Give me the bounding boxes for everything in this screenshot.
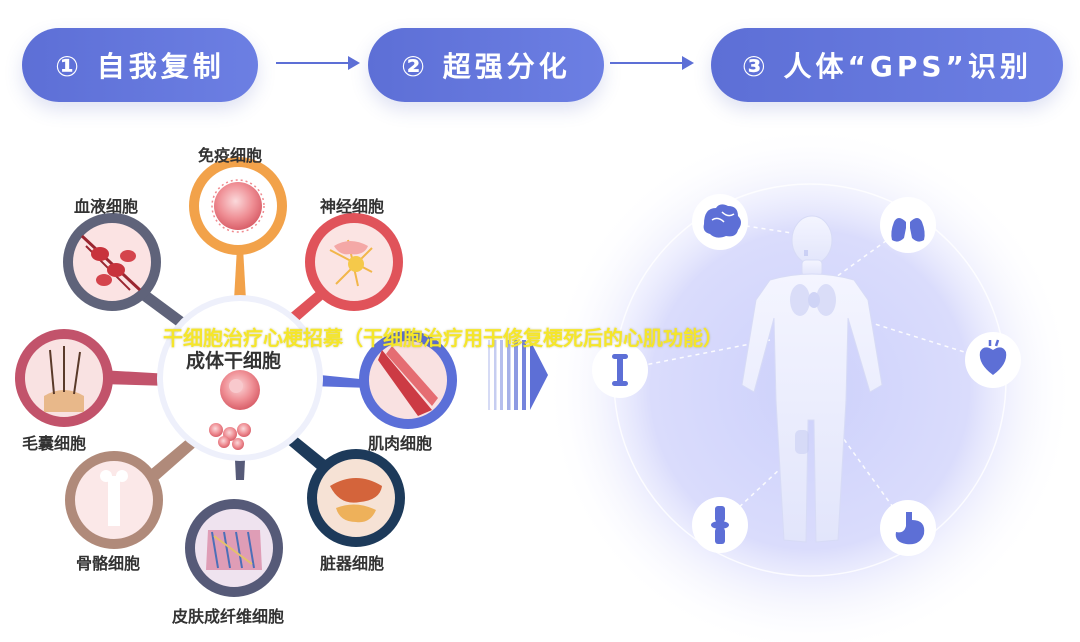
center-stem-cell-label: 成体干细胞 — [186, 350, 282, 372]
hair-follicle-node — [15, 329, 113, 427]
nerve-cell-label: 神经细胞 — [320, 197, 385, 216]
step-gps-recognition: ③ 人体“GPS”识别 — [711, 28, 1063, 102]
muscle-cell-label: 肌肉细胞 — [368, 434, 433, 453]
center-stem-cell — [157, 295, 323, 461]
immune-cell-label: 免疫细胞 — [198, 146, 263, 165]
human-body-figure — [741, 215, 883, 543]
organ-cell-label: 脏器细胞 — [320, 554, 385, 573]
skin-fibroblast-label: 皮肤成纤维细胞 — [172, 607, 285, 626]
heart-icon — [965, 332, 1021, 388]
arrow-step1-to-step2 — [276, 56, 360, 70]
bone-cell-label: 骨骼细胞 — [76, 554, 141, 573]
transition-arrow — [488, 340, 548, 410]
step-differentiation: ② 超强分化 — [368, 28, 604, 102]
bone-icon — [592, 342, 648, 398]
body-internal-organs — [790, 250, 836, 454]
hair-follicle-label: 毛囊细胞 — [22, 434, 87, 453]
overlay-caption: 干细胞治疗心梗招募（干细胞治疗用于修复梗死后的心肌功能） — [163, 326, 723, 350]
muscle-cell-node — [359, 331, 457, 429]
immune-cell-node — [189, 157, 287, 255]
knee-joint-icon — [692, 497, 748, 553]
bone-cell-node — [65, 451, 163, 549]
organ-cell-node — [307, 449, 405, 547]
skin-fibroblast-node — [185, 499, 283, 597]
brain-icon — [692, 194, 748, 250]
nerve-cell-node — [305, 213, 403, 311]
blood-cell-label: 血液细胞 — [74, 197, 139, 216]
arrow-step2-to-step3 — [610, 56, 694, 70]
step-self-replication: ① 自我复制 — [22, 28, 258, 102]
blood-cell-node — [63, 213, 161, 311]
stomach-icon — [880, 500, 936, 556]
lungs-icon — [880, 197, 936, 253]
